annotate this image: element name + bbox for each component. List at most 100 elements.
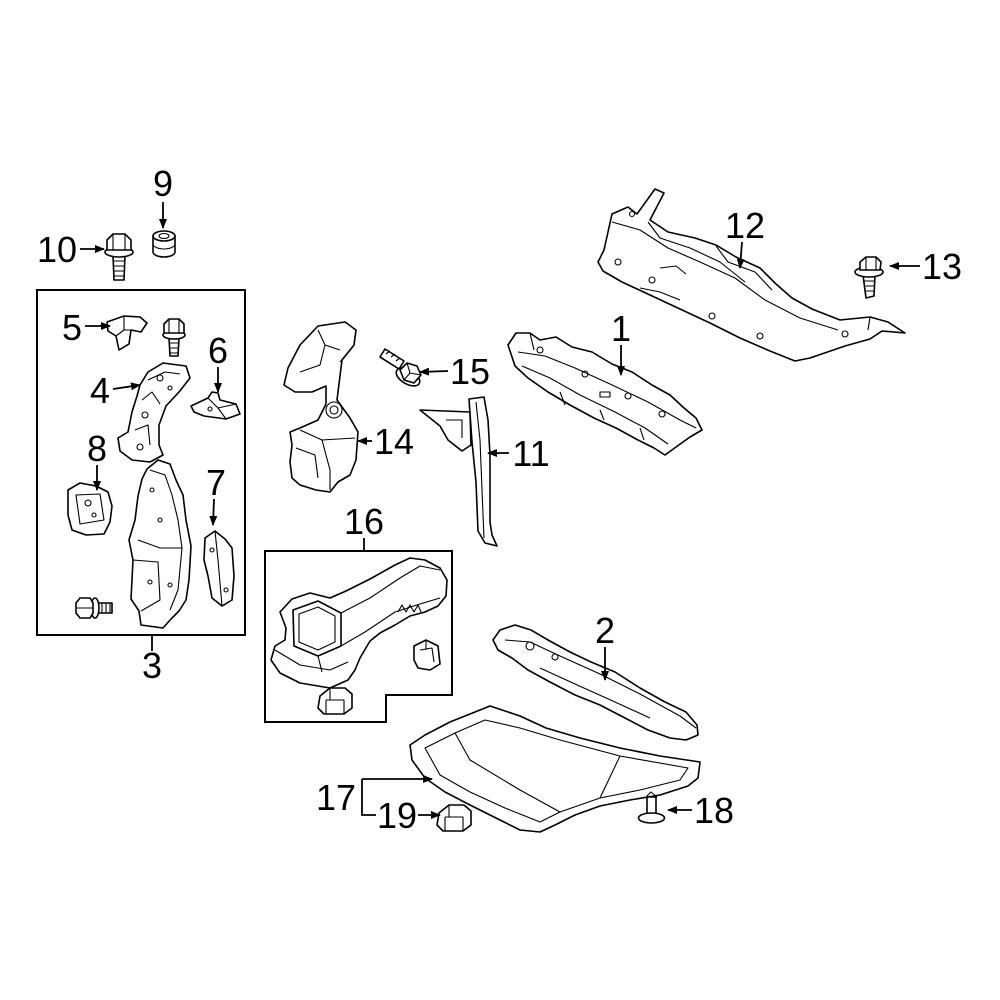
part-12-detail — [639, 265, 871, 331]
part-16-duct-drawing — [270, 557, 448, 689]
part-10-thread — [113, 260, 125, 277]
part-17-rim — [424, 719, 689, 823]
callout-arrow-7 — [209, 498, 218, 526]
part-8-hole — [91, 512, 97, 518]
part-3-main-bracket-hole — [167, 582, 173, 588]
part-17-detail — [454, 732, 621, 813]
part-5-outline — [106, 315, 148, 351]
box-3-bolt-lower-thread — [101, 603, 111, 613]
box-16-clip-upper-drawing — [413, 639, 441, 671]
part-19-outline — [436, 804, 472, 832]
part-12-hole — [648, 276, 656, 284]
part-3-main-bracket-hole — [147, 579, 153, 585]
part-14-hole — [329, 405, 339, 415]
part-13-head-facet — [865, 257, 877, 270]
callout-bracket-17 — [361, 779, 376, 816]
callout-label-2: 2 — [595, 610, 615, 651]
callout-label-1: 1 — [611, 308, 631, 349]
part-7-detail — [214, 530, 223, 607]
part-1-outline — [507, 332, 703, 456]
part-13-drawing — [854, 256, 884, 299]
part-1-slot — [599, 391, 611, 398]
part-19-detail — [444, 805, 464, 831]
box-16-clip-lower-drawing — [317, 687, 353, 715]
part-9-top — [152, 230, 176, 242]
part-12-hole — [756, 332, 764, 340]
part-1-drawing — [507, 332, 703, 456]
box-16-clip-lower-outline — [317, 687, 353, 715]
part-11-flap — [419, 409, 472, 452]
callout-arrow-4 — [112, 382, 141, 391]
box-3-bolt-upper-drawing — [162, 318, 186, 357]
part-14-detail — [299, 429, 356, 490]
callout-label-19: 19 — [377, 795, 417, 836]
box-3-bolt-upper-head — [163, 318, 185, 334]
part-10-drawing — [104, 233, 134, 281]
part-17-outline — [409, 705, 701, 833]
callout-label-11: 11 — [512, 433, 549, 474]
callout-label-13: 13 — [922, 246, 962, 287]
part-12-drawing — [597, 188, 906, 362]
part-1-hole — [624, 392, 632, 400]
part-4-hole — [167, 385, 173, 391]
callout-label-3: 3 — [142, 645, 162, 686]
callout-label-10: 10 — [37, 229, 77, 270]
callout-arrow-12 — [736, 241, 745, 269]
part-18-drawing — [637, 791, 666, 824]
part-3-main-bracket-detail — [149, 469, 183, 611]
part-4-hole — [136, 443, 144, 451]
part-4-hole — [141, 411, 149, 419]
part-16-duct-detail — [340, 565, 441, 647]
part-12-hole — [614, 258, 622, 266]
callout-label-5: 5 — [62, 307, 82, 348]
part-2-outline — [492, 624, 699, 741]
part-3-main-bracket-outline — [128, 459, 192, 629]
part-17-drawing — [409, 705, 701, 833]
callout-label-4: 4 — [90, 370, 110, 411]
part-6-detail — [207, 397, 237, 420]
part-1-hole — [581, 370, 589, 378]
callout-label-17: 17 — [316, 777, 356, 818]
part-12-hole — [628, 210, 636, 218]
part-16-duct-fins — [397, 604, 422, 613]
part-3-main-bracket-drawing — [128, 459, 192, 629]
part-5-detail — [115, 316, 131, 337]
part-12-hole — [708, 312, 716, 320]
part-11-drawing — [419, 396, 498, 547]
callout-label-18: 18 — [694, 790, 734, 831]
part-6-hole — [207, 406, 213, 412]
part-14-outline — [283, 321, 359, 493]
part-1-detail — [521, 365, 669, 445]
part-7-hole — [209, 547, 215, 553]
part-15-drawing — [379, 348, 422, 387]
part-9-ridge — [152, 243, 176, 250]
part-7-hole — [223, 587, 229, 593]
part-12-detail — [647, 221, 746, 283]
part-4-outline — [117, 362, 191, 463]
callout-label-9: 9 — [153, 163, 173, 204]
part-15-thread — [385, 350, 401, 362]
part-3-main-bracket-detail — [132, 539, 182, 612]
part-8-drawing — [67, 482, 113, 536]
callout-label-12: 12 — [725, 205, 765, 246]
part-14-detail — [299, 329, 341, 373]
part-13-head — [859, 256, 882, 271]
part-11-detail — [446, 419, 463, 438]
box-16-clip-lower-detail — [325, 688, 345, 714]
callout-label-6: 6 — [208, 330, 228, 371]
part-9-body — [152, 235, 176, 258]
part-2-detail — [539, 667, 651, 719]
callout-label-16: 16 — [344, 501, 384, 542]
part-12-hole — [841, 330, 849, 338]
part-15-shaft — [379, 348, 405, 370]
part-10-head — [106, 233, 132, 251]
part-18-head — [637, 812, 666, 824]
part-16-duct-mouth-inner — [298, 606, 336, 651]
part-3-main-bracket-hole — [149, 487, 155, 493]
part-14-detail — [295, 347, 353, 479]
box-16-clip-upper-detail — [419, 640, 435, 663]
group-box-3 — [36, 289, 246, 636]
part-1-hole — [536, 346, 544, 354]
part-12-outline — [597, 188, 906, 362]
